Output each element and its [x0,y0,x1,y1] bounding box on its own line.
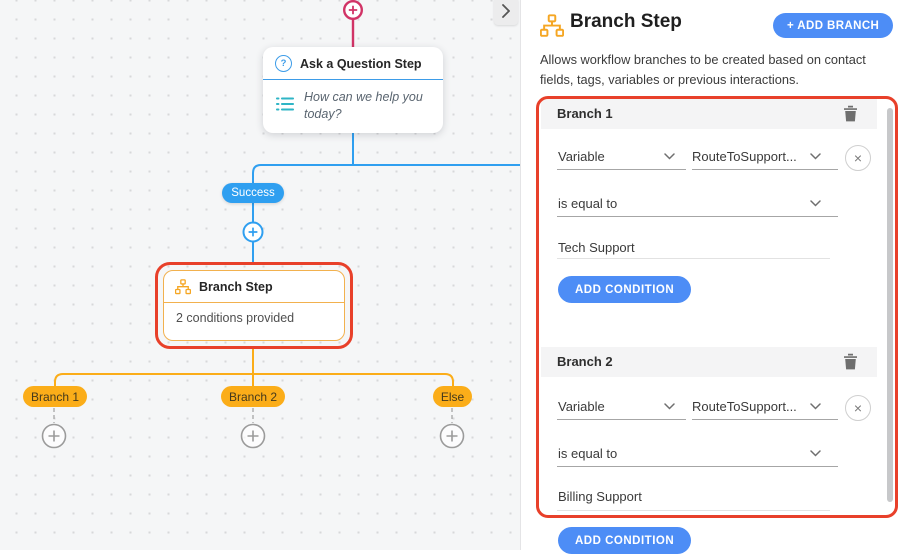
branch-drop-lines [53,408,453,423]
ask-question-message: How can we help you today? [304,90,423,121]
branch-2-card: Branch 2 Variable RouteToSupport... × is… [536,347,898,517]
branch-step-node-subtitle: 2 conditions provided [176,311,295,325]
branch-step-panel [520,0,900,550]
operator-underline [557,466,838,467]
plus-icon [446,430,458,442]
branch-1-badge[interactable]: Branch 1 [23,386,87,407]
panel-description: Allows workflow branches to be created b… [540,52,866,87]
else-branch-badge[interactable]: Else [433,386,472,407]
branch-connectors [54,349,454,386]
panel-title: Branch Step [570,11,682,32]
branch-1-card: Branch 1 Variable RouteToSupport... × is… [536,99,898,314]
branch-step-node-header: Branch Step [164,271,344,303]
branch-step-node-title: Branch Step [199,280,273,294]
branch-1-card-header [541,99,877,129]
entry-connector [343,0,363,48]
branch-icon [175,279,191,295]
plus-icon [248,227,258,237]
plus-icon [348,5,358,15]
ask-question-node-body: How can we help you today? [263,80,443,132]
delete-branch-2-button[interactable] [842,353,859,372]
branch-icon [540,14,564,37]
add-condition-button[interactable]: ADD CONDITION [558,276,692,303]
question-circle-icon: ? [275,55,292,72]
operator-underline [557,216,838,217]
variable-name-select[interactable]: RouteToSupport... [692,149,797,164]
add-step-else-button[interactable] [439,423,465,449]
branch-2-card-name: Branch 2 [557,354,613,369]
success-branch-badge: Success [222,183,284,203]
list-icon [275,97,295,111]
remove-condition-button[interactable]: × [845,395,871,421]
branch-1-card-name: Branch 1 [557,106,613,121]
field-type-select[interactable]: Variable [558,149,605,164]
chevron-right-icon [502,4,510,18]
operator-select[interactable]: is equal to [558,446,618,461]
ask-question-node-title: Ask a Question Step [300,56,422,71]
condition-value-underline [557,510,830,511]
condition-value-underline [557,258,830,259]
chevron-down-icon[interactable] [664,403,675,410]
panel-scrollbar[interactable] [887,108,893,502]
chevron-down-icon[interactable] [810,200,821,207]
branch-step-node[interactable]: Branch Step 2 conditions provided [163,270,345,341]
trash-icon [844,353,857,370]
operator-select[interactable]: is equal to [558,196,618,211]
add-branch-button[interactable]: + ADD BRANCH [773,13,894,38]
branch-2-card-header [541,347,877,377]
chevron-down-icon[interactable] [664,153,675,160]
branch-2-badge[interactable]: Branch 2 [221,386,285,407]
trash-icon [844,105,857,122]
variable-name-underline [692,419,838,420]
chevron-down-icon[interactable] [810,153,821,160]
condition-value-input[interactable]: Billing Support [558,489,642,504]
collapse-panel-button[interactable] [494,0,518,25]
add-step-mid-button[interactable] [242,221,264,243]
variable-name-select[interactable]: RouteToSupport... [692,399,797,414]
condition-value-input[interactable]: Tech Support [558,240,635,255]
delete-branch-1-button[interactable] [842,105,859,124]
field-type-select[interactable]: Variable [558,399,605,414]
workflow-canvas[interactable]: ? Ask a Question Step How can we help yo… [0,0,520,550]
ask-question-node-header: ? Ask a Question Step [263,47,443,80]
success-connector [252,133,520,263]
flow-connectors [41,0,520,449]
chevron-down-icon[interactable] [810,403,821,410]
plus-icon [247,430,259,442]
remove-condition-button[interactable]: × [845,145,871,171]
add-step-branch1-button[interactable] [41,423,67,449]
ask-question-step-node[interactable]: ? Ask a Question Step How can we help yo… [263,47,443,133]
field-type-underline [557,419,686,420]
variable-name-underline [692,169,838,170]
field-type-underline [557,169,686,170]
add-step-branch2-button[interactable] [240,423,266,449]
plus-icon [48,430,60,442]
chevron-down-icon[interactable] [810,450,821,457]
selected-node-annotation-ring: Branch Step 2 conditions provided [155,262,353,349]
